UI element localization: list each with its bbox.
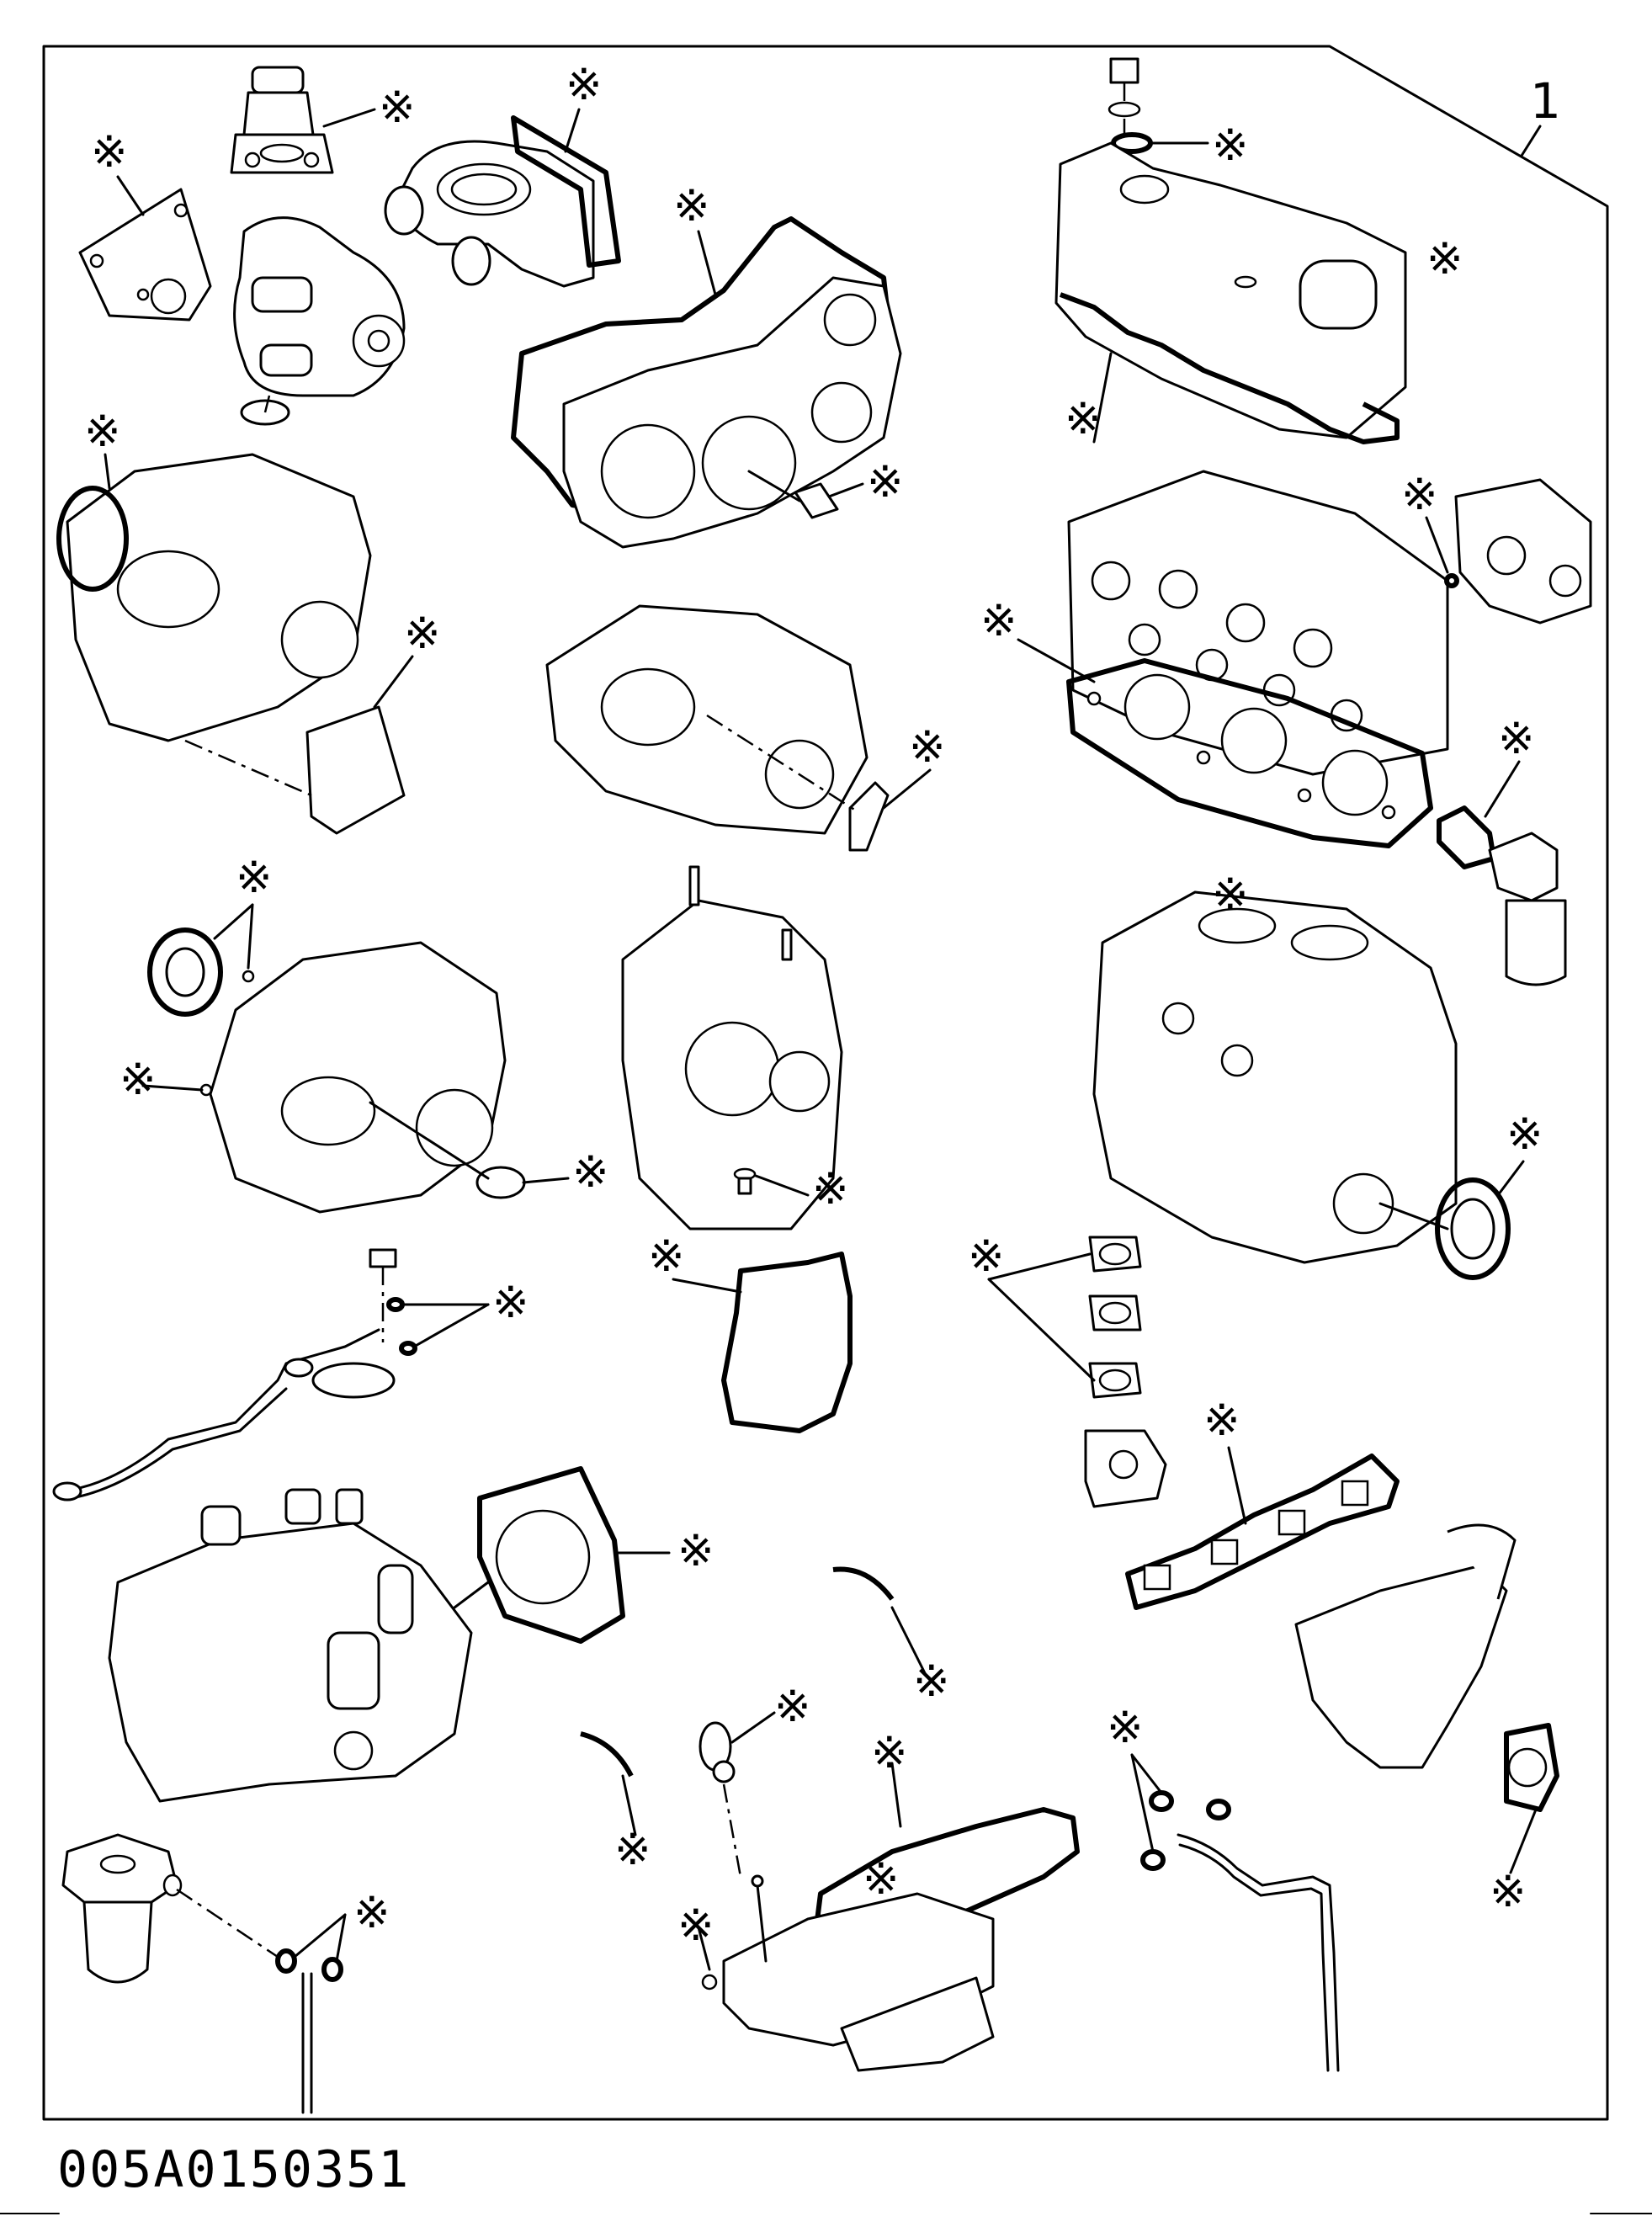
leader [453,1581,490,1609]
thermostat-housing [230,66,334,174]
callout-marker: ※ [863,1854,900,1905]
thrust-washer [580,1731,634,1778]
water-outlet [1084,1429,1167,1508]
cover-plate-gasket [305,705,406,835]
callout-marker: ※ [1212,120,1249,171]
fuel-pipe [1140,1790,1340,2072]
intake-gasket [1504,1723,1559,1812]
water-pump-gasket [78,188,212,322]
water-pump [233,216,406,426]
drain-washer [701,1974,718,1990]
oil-seal [147,927,223,1017]
callout-marker: ※ [1506,1109,1543,1160]
oring-large [475,1166,526,1199]
dipstick [751,1874,768,1963]
pump-gasket [477,1466,625,1644]
callout-marker: ※ [867,457,904,508]
callout-marker: ※ [913,1656,950,1707]
kit-frame [42,45,1609,2121]
callout-marker: ※ [91,127,128,178]
callout-marker: ※ [1498,714,1535,764]
leader [747,470,801,502]
callout-marker: ※ [353,1888,390,1938]
fuel-filter [61,1833,183,1984]
flywheel-housing-gasket [721,1252,853,1433]
water-flange [384,140,595,288]
gear-case-cover [56,453,372,742]
oil-pan [722,1892,995,2072]
callout-marker: ※ [1401,470,1438,520]
callout-marker: ※ [673,181,710,231]
head-gasket [1066,658,1433,848]
copper-washer [1444,573,1459,588]
item-number-leader [1520,125,1542,157]
callout-marker: ※ [968,1231,1005,1282]
head-cover-gasket [1059,292,1400,444]
callout-marker: ※ [909,722,946,773]
head-cover [1054,141,1407,439]
leader [1378,1202,1449,1230]
callout-marker: ※ [1203,1395,1240,1446]
oil-pipe [52,1248,417,1501]
leader [184,739,312,797]
item-number-label: 1 [1530,72,1561,130]
injection-pump [108,1488,473,1803]
callout-marker: ※ [677,1526,714,1576]
callout-marker: ※ [236,853,273,903]
gear-case-lower [545,604,868,835]
callout-marker: ※ [1212,869,1249,920]
callout-marker: ※ [980,596,1017,646]
leader [706,714,859,814]
callout-marker: ※ [566,60,603,110]
fuel-line-washers [275,1948,343,2114]
manifold-ports [1143,1480,1369,1591]
thrust-washer [832,1566,895,1601]
thermostat-gasket [511,115,621,268]
injection-block [1454,478,1592,625]
callout-marker: ※ [677,1900,714,1951]
leader [369,1101,490,1180]
callout-marker: ※ [379,82,416,133]
drain-plug [733,1167,757,1195]
callout-marker: ※ [614,1825,651,1875]
callout-marker: ※ [1490,1867,1527,1917]
callout-marker: ※ [404,609,441,659]
callout-markers: ※ ※ ※ ※ ※ ※ ※ ※ ※ ※ ※ ※ ※ ※ ※ ※ ※ ※ ※ ※ … [84,60,1543,1951]
dipstick-guide [699,1721,742,1878]
intake-manifold [1294,1523,1517,1769]
cylinder-block [1092,890,1458,1264]
bolt [1108,57,1153,154]
leader [176,1888,279,1959]
oil-filter [1488,832,1567,986]
gear-case-rear [209,941,507,1214]
gear-case [562,276,902,549]
callout-marker: ※ [1107,1703,1144,1753]
callout-marker: ※ [871,1728,908,1778]
callout-marker: ※ [120,1055,157,1105]
oil-seal-gasket [794,482,839,519]
callout-marker: ※ [492,1278,529,1328]
thermostat-gaskets [1088,1236,1142,1399]
oil-pipe-gasket [848,781,890,852]
callout-marker: ※ [572,1147,609,1198]
callout-leaders [104,108,1538,1971]
callout-marker: ※ [774,1682,811,1732]
rear-oil-seal [1435,1177,1511,1280]
flywheel-housing [621,865,843,1230]
drawing-code: 005A0150351 [57,2140,410,2199]
callout-marker: ※ [812,1164,849,1214]
callout-marker: ※ [648,1231,685,1282]
callout-marker: ※ [84,407,121,457]
callout-marker: ※ [1426,234,1463,284]
o-ring [242,970,255,983]
